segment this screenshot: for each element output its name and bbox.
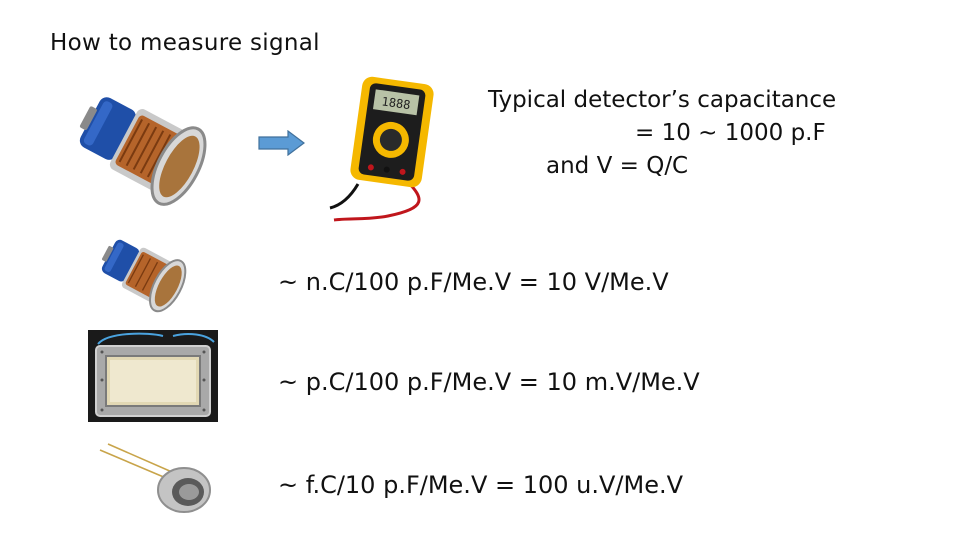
gas-chamber-image	[88, 330, 218, 422]
slide-title: How to measure signal	[50, 30, 320, 56]
meter-display-text: 1888	[381, 94, 412, 112]
equation-femtocoulomb: ~ f.C/10 p.F/Me.V = 100 u.V/Me.V	[278, 471, 684, 499]
photodiode-icon	[99, 443, 211, 513]
photodiode-image	[99, 443, 211, 513]
capacitance-note: Typical detector’s capacitance = 10 ~ 100…	[488, 84, 836, 183]
pmt-small-image	[101, 239, 187, 313]
photomultiplier-tube-icon	[79, 97, 207, 206]
right-arrow-icon	[258, 130, 305, 156]
arrow-image	[258, 130, 305, 156]
equation-nanocoulomb: ~ n.C/100 p.F/Me.V = 10 V/Me.V	[278, 268, 669, 296]
gas-detector-chamber-icon	[88, 330, 218, 422]
capacitance-line-1: Typical detector’s capacitance	[488, 87, 837, 113]
multimeter-image: 1888	[329, 76, 434, 222]
capacitance-line-2: = 10 ~ 1000 p.F	[635, 120, 826, 146]
photomultiplier-tube-icon	[101, 239, 187, 313]
capacitance-line-3: and V = Q/C	[546, 153, 689, 179]
equation-picocoulomb: ~ p.C/100 p.F/Me.V = 10 m.V/Me.V	[278, 368, 700, 396]
multimeter-icon: 1888	[329, 76, 434, 222]
pmt-large-image	[79, 97, 207, 206]
